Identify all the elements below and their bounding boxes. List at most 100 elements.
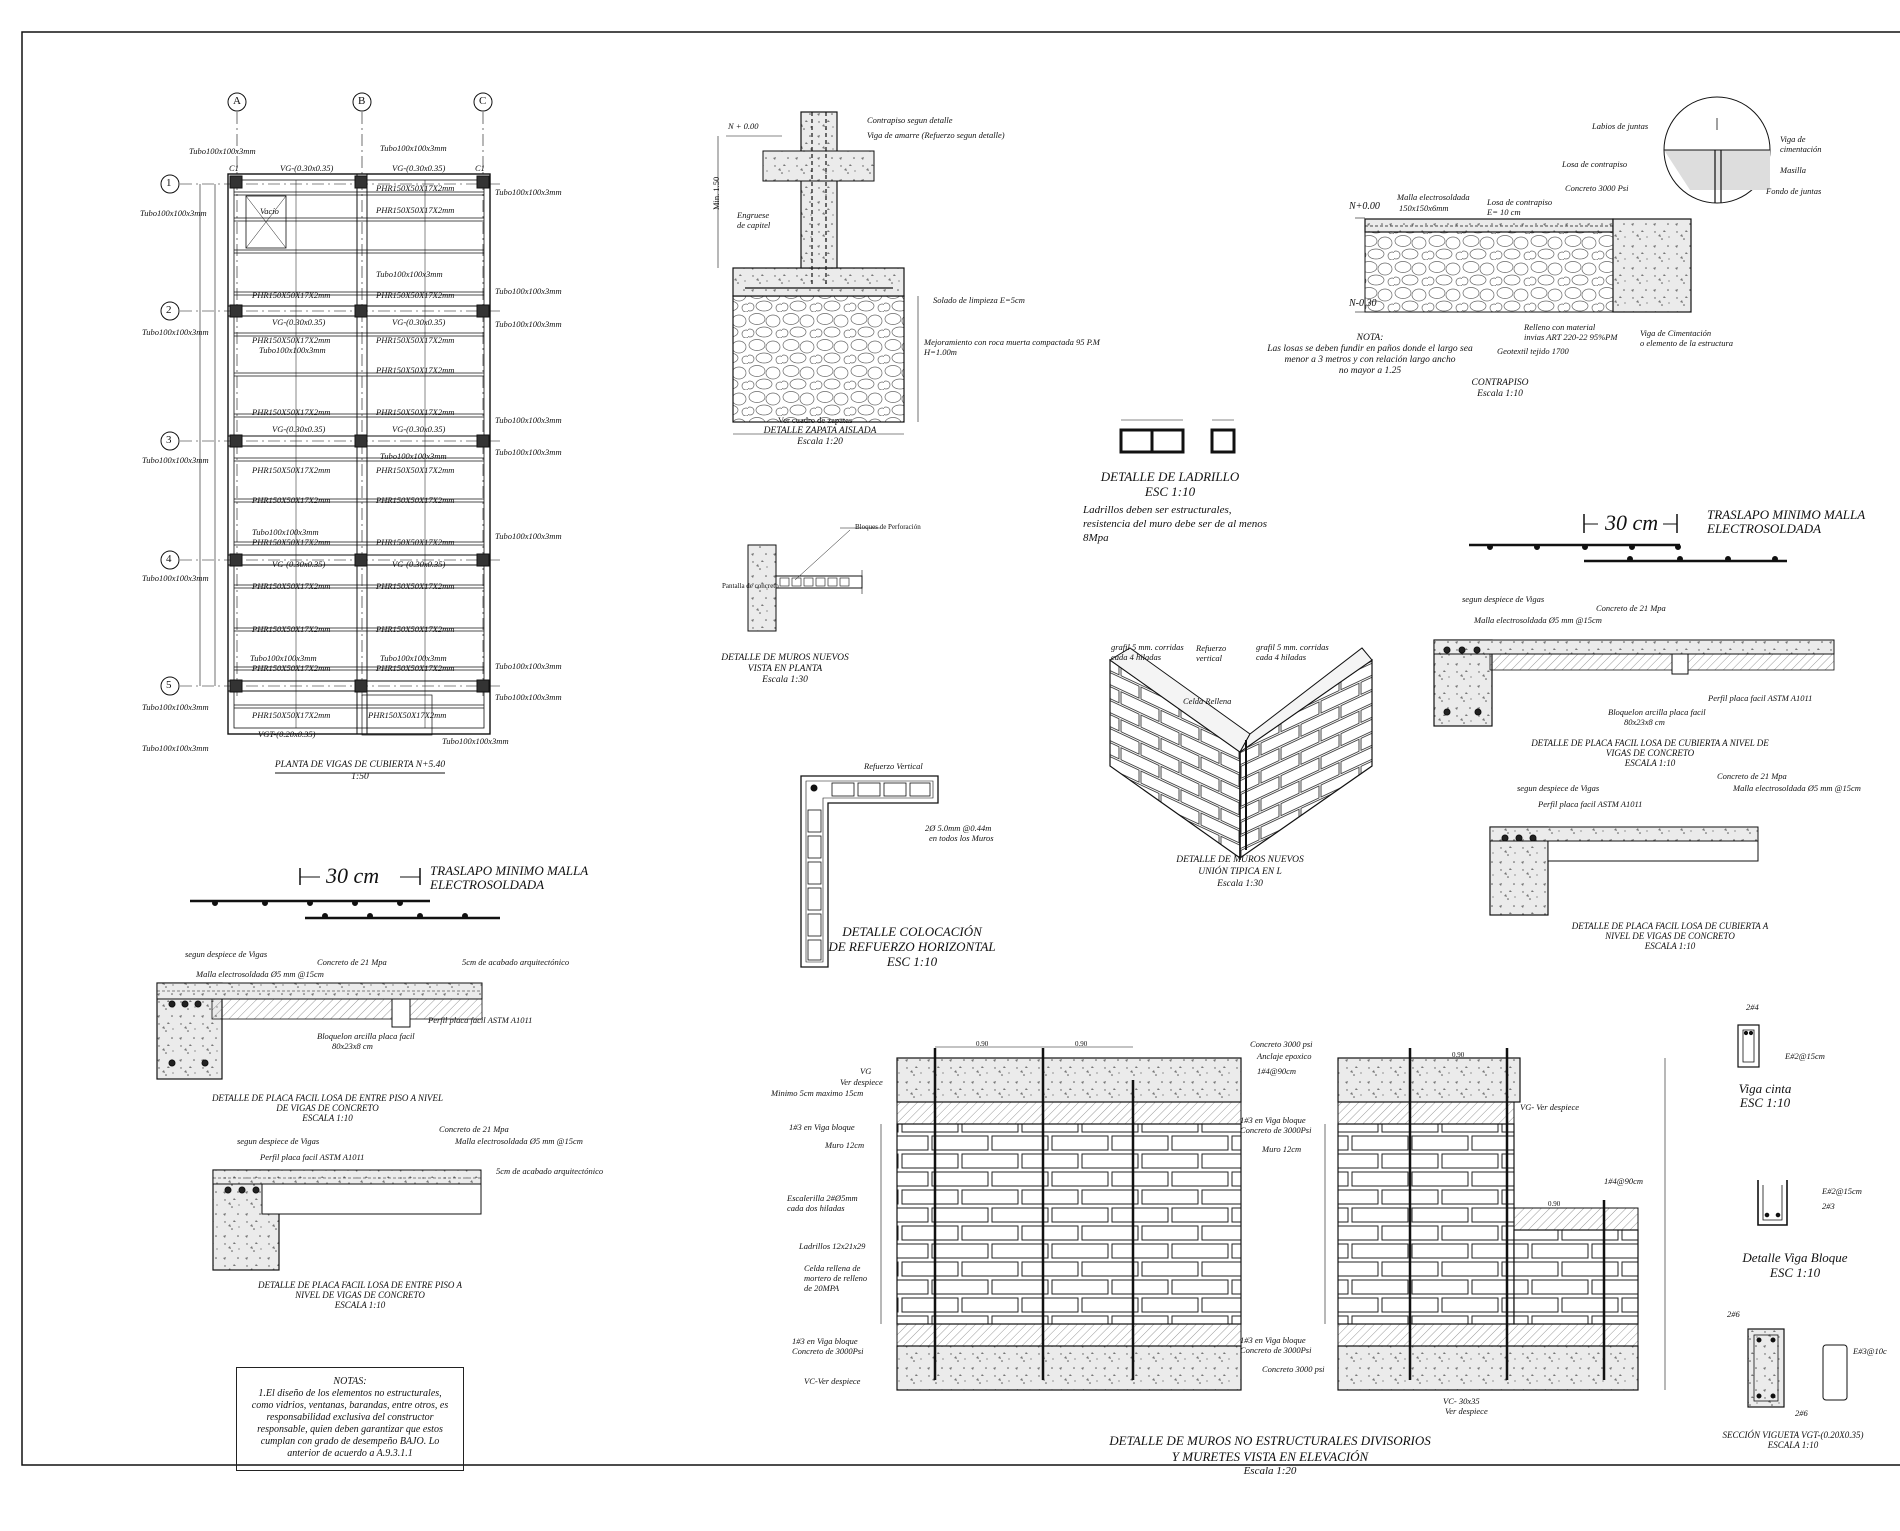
sog-relleno: Relleno con material bbox=[1524, 322, 1596, 332]
slab-on-grade-detail bbox=[1355, 96, 1771, 313]
lap-detail-right bbox=[1469, 514, 1787, 563]
tie-beam-top-bars: 2#4 bbox=[1746, 1002, 1759, 1012]
elev-c3000b: Concreto 3000 psi bbox=[1262, 1364, 1325, 1374]
block-beam-bars: 2#3 bbox=[1822, 1201, 1835, 1211]
footing-ver-cuadro: Ver cuadro de zapatas bbox=[778, 415, 853, 425]
slab1-title-3: ESCALA 1:10 bbox=[302, 1113, 353, 1123]
footing-scale: Escala 1:20 bbox=[797, 437, 843, 447]
footing-mejoramiento-h: H=1.00m bbox=[924, 347, 957, 357]
elev-dim: 0.90 bbox=[976, 1040, 989, 1048]
footing-solado: Solado de limpieza E=5cm bbox=[933, 295, 1025, 305]
slab-entrepiso-1 bbox=[156, 982, 483, 1080]
elev-dim: 0.90 bbox=[1452, 1051, 1465, 1059]
block-beam-scale: ESC 1:10 bbox=[1769, 1265, 1821, 1280]
notes-box: NOTAS: 1.El diseño de los elementos no e… bbox=[236, 1367, 464, 1471]
plan-vg-label: VG-(0.30x0.35) bbox=[392, 559, 446, 569]
slab2-title-2: NIVEL DE VIGAS DE CONCRETO bbox=[295, 1290, 425, 1300]
plan-vg-label: VG-(0.30x0.35) bbox=[272, 424, 326, 434]
elev-minimo: Minimo 5cm maximo 15cm bbox=[771, 1088, 864, 1098]
plan-phr-label: PHR150X50X17X2mm bbox=[252, 624, 331, 634]
sog-e10: E= 10 cm bbox=[1487, 207, 1521, 217]
roof1-perfil: Perfil placa facil ASTM A1011 bbox=[1708, 693, 1813, 703]
elev-vbloque-2: Concreto de 3000Psi bbox=[792, 1346, 864, 1356]
wallplan-bloques: Bloques de Perforación bbox=[855, 523, 921, 531]
lap-detail-left bbox=[190, 868, 500, 920]
slab2-vigas-label: segun despiece de Vigas bbox=[237, 1136, 320, 1146]
plan-vgt-label: VGT-(0.20x0.35) bbox=[258, 729, 316, 739]
plan-phr-label: PHR150X50X17X2mm bbox=[376, 290, 455, 300]
slab1-acabado-label: 5cm de acabado arquitectónico bbox=[462, 957, 570, 967]
wallplan-pantalla: Pantalla de concreto bbox=[722, 582, 779, 590]
lap-text-1: TRASLAPO MINIMO MALLA bbox=[1707, 507, 1866, 522]
plan-vg-label: VG-(0.30x0.35) bbox=[272, 559, 326, 569]
elev-muro: Muro 12cm bbox=[825, 1140, 865, 1150]
plan-tubo-label: Tubo100x100x3mm bbox=[495, 531, 562, 541]
roof-slab-1 bbox=[1433, 639, 1835, 727]
elev-viga-bloque: 1#3 en Viga bloque bbox=[789, 1122, 855, 1132]
axis-number-1: 1 bbox=[166, 177, 172, 189]
roof1-title-2: VIGAS DE CONCRETO bbox=[1605, 748, 1695, 758]
slab2-concreto-label: Concreto de 21 Mpa bbox=[439, 1124, 509, 1134]
elev-vbloque-6: Concreto de 3000Psi bbox=[1240, 1345, 1312, 1355]
block-beam-section bbox=[1757, 1180, 1788, 1226]
slab1-concreto-label: Concreto de 21 Mpa bbox=[317, 957, 387, 967]
plan-tubo-label: Tubo100x100x3mm bbox=[495, 187, 562, 197]
elev-vg-despiece: VG- Ver despiece bbox=[1520, 1102, 1580, 1112]
roof2-malla: Malla electrosoldada Ø5 mm @15cm bbox=[1733, 783, 1861, 793]
plan-tubo-label: Tubo100x100x3mm bbox=[442, 736, 509, 746]
plan-phr-label: PHR150X50X17X2mm bbox=[376, 581, 455, 591]
notes-line: responsabilidad exclusiva del constructo… bbox=[266, 1412, 434, 1423]
plan-phr-label: PHR150X50X17X2mm bbox=[376, 624, 455, 634]
brick-note-3: 8Mpa bbox=[1083, 532, 1109, 544]
brick-title: DETALLE DE LADRILLO bbox=[1100, 469, 1240, 484]
footing-mejoramiento: Mejoramiento con roca muerta compactada … bbox=[924, 337, 1100, 347]
joint-grafil-right: grafil 5 mm. corridas bbox=[1256, 642, 1329, 652]
wallplan-title-3: Escala 1:30 bbox=[762, 675, 808, 685]
slab1-bloquelon-label: Bloquelon arcilla placa facil bbox=[317, 1031, 415, 1041]
roof1-concreto: Concreto de 21 Mpa bbox=[1596, 603, 1666, 613]
elev-anclaje: Anclaje epoxico bbox=[1257, 1051, 1312, 1061]
plan-tubo-label: Tubo100x100x3mm bbox=[495, 692, 562, 702]
joist-scale: ESCALA 1:10 bbox=[1767, 1440, 1819, 1450]
plan-tubo-label: Tubo100x100x3mm bbox=[140, 208, 207, 218]
brick-note-2: resistencia del muro debe ser de al meno… bbox=[1083, 518, 1268, 530]
roof1-malla: Malla electrosoldada Ø5 mm @15cm bbox=[1474, 615, 1602, 625]
elev-vbloque-3: 1#3 en Viga bloque bbox=[1240, 1115, 1306, 1125]
sog-level-top: N+0.00 bbox=[1349, 201, 1380, 212]
joint-celda: Celda Rellena bbox=[1183, 696, 1232, 706]
plan-tubo-label: Tubo100x100x3mm bbox=[495, 447, 562, 457]
plan-vg-label: VG-(0.30x0.35) bbox=[392, 163, 446, 173]
axis-letter-c: C bbox=[479, 95, 487, 107]
plan-phr-label: PHR150X50X17X2mm bbox=[376, 465, 455, 475]
plan-c1-label: C1 bbox=[475, 163, 485, 173]
elev-dim: 0.90 bbox=[1075, 1040, 1088, 1048]
footing-level: N + 0.00 bbox=[728, 121, 759, 131]
slab1-perfil-label: Perfil placa facil ASTM A1011 bbox=[428, 1015, 533, 1025]
joint-title-2: UNIÓN TIPICA EN L bbox=[1198, 867, 1282, 877]
footing-title: DETALLE ZAPATA AISLADA bbox=[763, 426, 877, 436]
joist-stirrups: E#3@10c bbox=[1853, 1346, 1887, 1356]
l-joint-detail bbox=[1109, 647, 1373, 860]
plan-phr-label: PHR150X50X17X2mm bbox=[376, 365, 455, 375]
joint-grafil-right-2: cada 4 hiladas bbox=[1256, 652, 1307, 662]
footing-viga: Viga de amarre (Refuerzo segun detalle) bbox=[867, 130, 1005, 140]
plan-vg-label: VG-(0.30x0.35) bbox=[280, 163, 334, 173]
roof1-bloquelon-size: 80x23x8 cm bbox=[1624, 717, 1665, 727]
roof1-vigas: segun despiece de Vigas bbox=[1462, 594, 1545, 604]
joist-section bbox=[1747, 1328, 1848, 1408]
sog-level-bottom: N-0.30 bbox=[1349, 298, 1377, 309]
elev-escalerilla-2: cada dos hiladas bbox=[787, 1203, 845, 1213]
axis-number-3: 3 bbox=[166, 434, 172, 446]
plan-phr-label: PHR150X50X17X2mm bbox=[252, 663, 331, 673]
plan-tubo-label: Tubo100x100x3mm bbox=[142, 702, 209, 712]
plan-phr-label: PHR150X50X17X2mm bbox=[252, 537, 331, 547]
elev-title-3: Escala 1:20 bbox=[1243, 1465, 1297, 1477]
sog-malla: Malla electrosoldada bbox=[1397, 192, 1470, 202]
notes-line: anterior de acuerdo a A.9.3.1.1 bbox=[287, 1448, 413, 1459]
notes-line: responsable, quien deben garantizar que … bbox=[257, 1424, 443, 1435]
plan-phr-label: PHR150X50X17X2mm bbox=[368, 710, 447, 720]
plan-phr-label: PHR150X50X17X2mm bbox=[376, 183, 455, 193]
elev-vc3: Ver despiece bbox=[1445, 1406, 1488, 1416]
elev-title-1: DETALLE DE MUROS NO ESTRUCTURALES DIVISO… bbox=[1109, 1433, 1431, 1448]
tie-beam-scale: ESC 1:10 bbox=[1739, 1095, 1791, 1110]
